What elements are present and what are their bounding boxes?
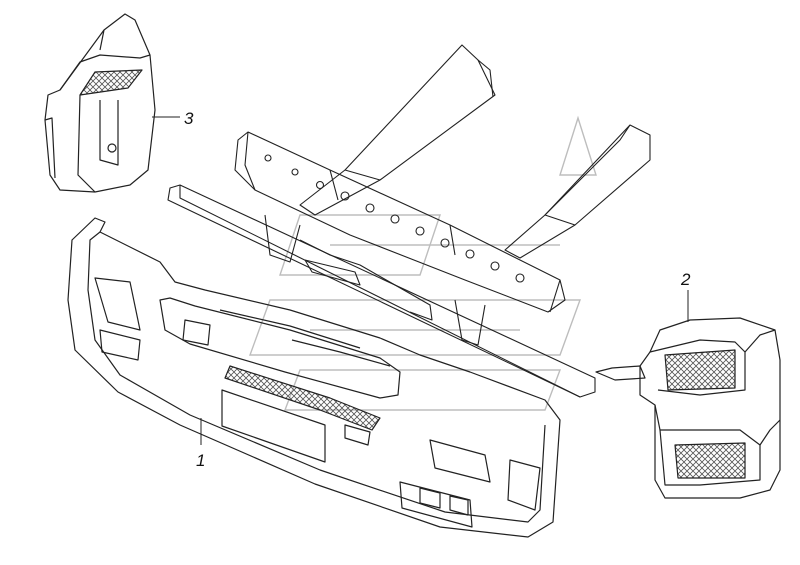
leader-lines bbox=[152, 116, 689, 445]
callout-label-2: 2 bbox=[681, 270, 691, 289]
front-bumper bbox=[67, 217, 561, 538]
right-step-assembly bbox=[595, 317, 781, 499]
callout-label-1: 1 bbox=[196, 451, 206, 470]
callout-label-3: 3 bbox=[184, 109, 194, 128]
left-step-assembly bbox=[44, 13, 156, 193]
chassis-frame bbox=[167, 44, 651, 398]
